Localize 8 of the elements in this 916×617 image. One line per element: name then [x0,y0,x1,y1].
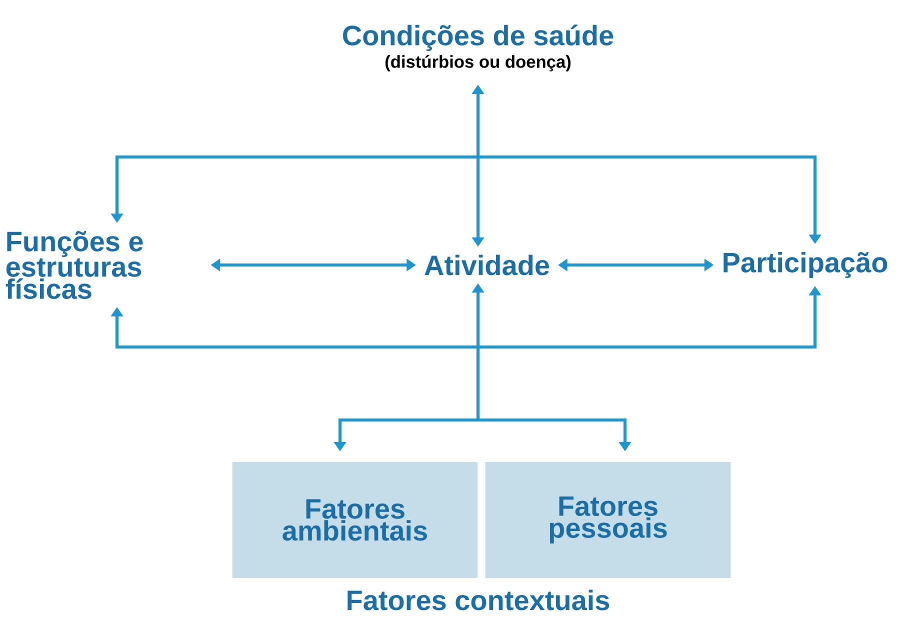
connector-line [476,347,480,420]
heading-text: Condições de saúde (distúrbios ou doença) [343,24,614,72]
node-text: Participação [724,252,888,278]
factor-box: Fatores ambientais [232,462,478,578]
node-text: Atividade [424,254,550,276]
factor-box: Fatores pessoais [485,462,731,578]
caption-text: Fatores contextuais [348,590,610,610]
node-text: Funções e estruturas físicas [6,231,143,299]
